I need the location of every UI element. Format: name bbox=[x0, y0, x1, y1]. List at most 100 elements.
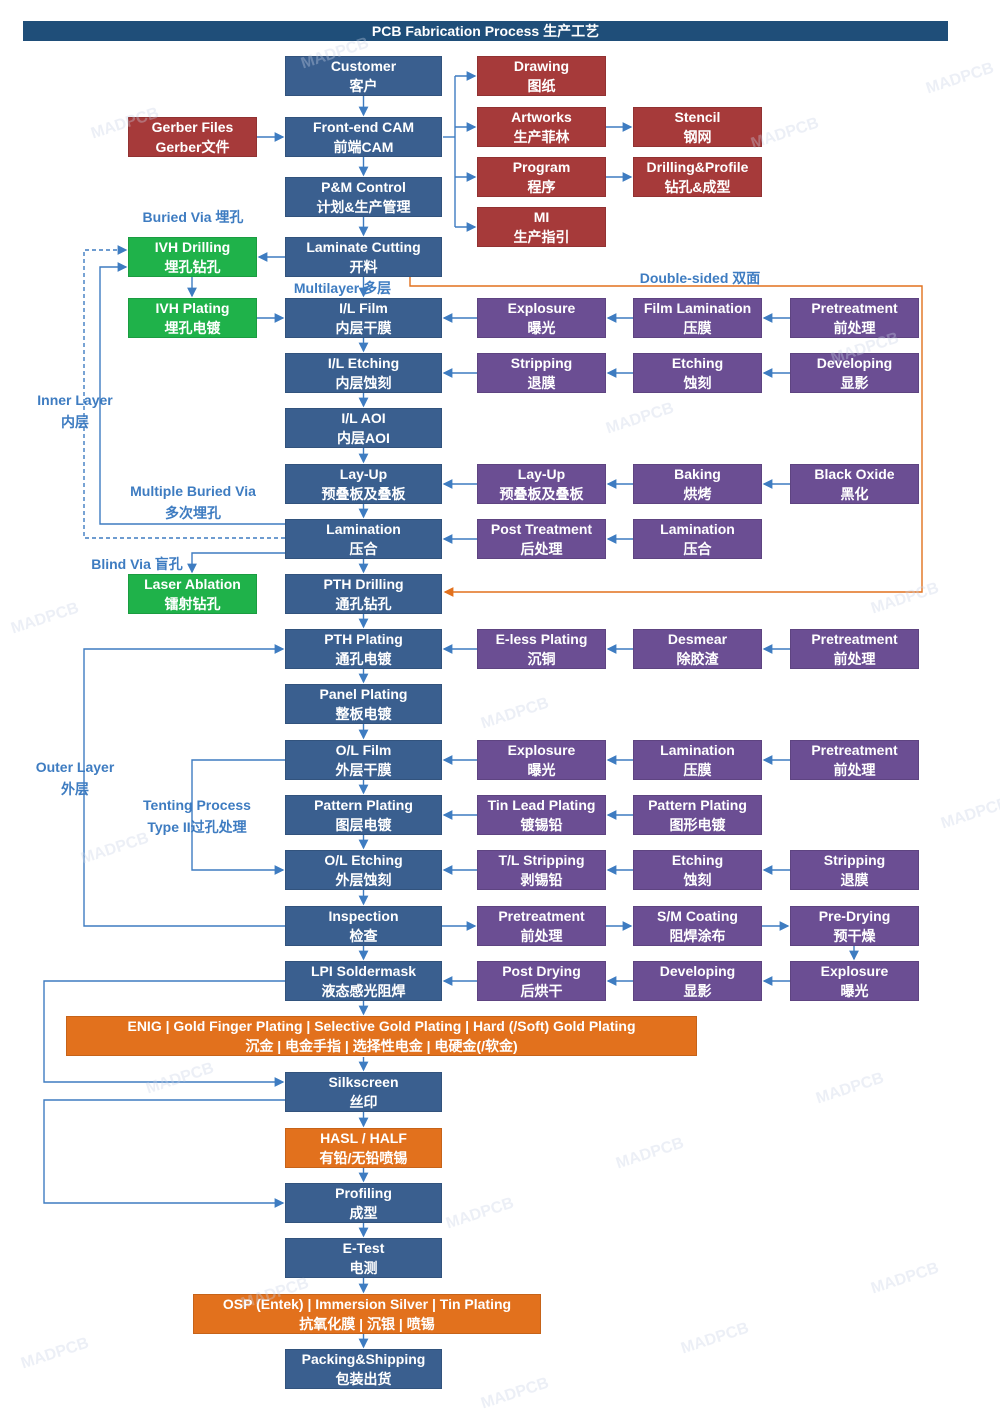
label-inner-layer-cn: 内层 bbox=[61, 414, 89, 430]
connector-arrow bbox=[187, 552, 285, 574]
node-label-en: Lay-Up bbox=[517, 466, 566, 482]
node-label-en: IVH Plating bbox=[155, 300, 230, 316]
label-blind-via: Blind Via 盲孔 bbox=[91, 556, 183, 572]
label-inner-layer-en: Inner Layer bbox=[37, 392, 113, 408]
node-label-cn: 阻焊涂布 bbox=[669, 928, 726, 944]
node-label-en: Artworks bbox=[511, 109, 572, 125]
node-label-en: Profiling bbox=[335, 1185, 392, 1201]
node-label-cn: 外层蚀刻 bbox=[335, 872, 392, 888]
node-label-cn: 蚀刻 bbox=[683, 375, 712, 391]
node-label-cn: 图形电镀 bbox=[669, 817, 726, 833]
node-label-en: IVH Drilling bbox=[154, 239, 231, 255]
node-label-cn: Gerber文件 bbox=[155, 139, 230, 155]
node-label-en: Pretreatment bbox=[811, 300, 898, 316]
node-label-cn: 曝光 bbox=[527, 320, 556, 336]
node-label-en: Customer bbox=[330, 58, 397, 74]
node-label-en: Drilling&Profile bbox=[646, 159, 749, 175]
label-tenting-en: Tenting Process bbox=[143, 797, 251, 813]
node-label-cn: 镭射钻孔 bbox=[164, 596, 221, 612]
node-label-en: E-less Plating bbox=[495, 631, 588, 647]
node-label-en: Film Lamination bbox=[643, 300, 752, 316]
node-label-en: LPI Soldermask bbox=[310, 963, 417, 979]
node-label-cn: 曝光 bbox=[527, 762, 556, 778]
node-label-cn: 整板电镀 bbox=[335, 706, 392, 722]
label-multiple-buried-via-cn: 多次埋孔 bbox=[165, 505, 221, 521]
node-label-en: Developing bbox=[659, 963, 736, 979]
node-label-cn: 内层干膜 bbox=[335, 320, 392, 336]
node-label-en: Explosure bbox=[507, 742, 576, 758]
node-label-cn: 镀锡铅 bbox=[520, 817, 563, 833]
node-label-en: Silkscreen bbox=[328, 1074, 399, 1090]
node-label-cn: 埋孔电镀 bbox=[164, 320, 221, 336]
node-label-cn: 图层电镀 bbox=[335, 817, 392, 833]
node-label-cn: 钻孔&成型 bbox=[664, 179, 731, 195]
node-label-en: Lay-Up bbox=[339, 466, 388, 482]
node-label-cn: 生产菲林 bbox=[513, 129, 570, 145]
node-label-cn: 黑化 bbox=[840, 486, 869, 502]
node-label-en: Etching bbox=[671, 852, 724, 868]
node-label-cn: 前处理 bbox=[520, 928, 563, 944]
main-step-il-etching: I/L Etching 内层蚀刻 bbox=[285, 353, 442, 393]
node-label-cn: 沉金 | 电金手指 | 选择性电金 | 电硬金(/软金) bbox=[245, 1038, 518, 1054]
side-step-node: Explosure 曝光 bbox=[477, 740, 606, 780]
node-label-cn: 退膜 bbox=[527, 375, 556, 391]
node-label-en: I/L Etching bbox=[327, 355, 400, 371]
node-label-cn: 退膜 bbox=[840, 872, 869, 888]
side-step-node: Etching 蚀刻 bbox=[633, 850, 762, 890]
node-label-cn: 后处理 bbox=[520, 541, 563, 557]
node-label-en: Panel Plating bbox=[319, 686, 408, 702]
node-label-cn: 前处理 bbox=[833, 320, 876, 336]
node-label-en: Developing bbox=[816, 355, 893, 371]
node-label-cn: 预叠板及叠板 bbox=[499, 486, 584, 502]
node-label-en: Explosure bbox=[507, 300, 576, 316]
node-label-cn: 包装出货 bbox=[335, 1371, 392, 1387]
label-buried-via: Buried Via 埋孔 bbox=[142, 209, 244, 225]
node-label-en: Post Treatment bbox=[490, 521, 593, 537]
node-label-en: Lamination bbox=[660, 742, 735, 758]
node-label-en: Black Oxide bbox=[814, 466, 895, 482]
connector-arrow bbox=[99, 262, 285, 525]
node-label-en: HASL / HALF bbox=[320, 1130, 407, 1146]
node-label-en: Explosure bbox=[820, 963, 889, 979]
node-label-cn: 图纸 bbox=[527, 78, 556, 94]
node-label-cn: 客户 bbox=[349, 78, 378, 94]
main-step-il-aoi: I/L AOI 内层AOI bbox=[285, 408, 442, 448]
node-label-en: PTH Drilling bbox=[323, 576, 404, 592]
node-label-cn: 压合 bbox=[683, 541, 712, 557]
node-label-cn: 内层AOI bbox=[337, 430, 390, 446]
connector-arrow bbox=[43, 980, 285, 1087]
node-label-cn: 蚀刻 bbox=[683, 872, 712, 888]
node-label-cn: 内层蚀刻 bbox=[335, 375, 392, 391]
node-label-en: Drawing bbox=[513, 58, 570, 74]
node-label-en: Post Drying bbox=[502, 963, 581, 979]
node-label-en: OSP (Entek) | Immersion Silver | Tin Pla… bbox=[222, 1296, 512, 1312]
node-label-cn: 程序 bbox=[527, 179, 556, 195]
node-label-en: E-Test bbox=[342, 1240, 385, 1256]
node-label-en: I/L AOI bbox=[341, 410, 386, 426]
node-label-en: Pre-Drying bbox=[818, 908, 891, 924]
node-label-cn: 前处理 bbox=[833, 651, 876, 667]
node-label-cn: 钢网 bbox=[683, 129, 712, 145]
side-step-node: Lay-Up 预叠板及叠板 bbox=[477, 464, 606, 504]
main-step-customer: Customer 客户 bbox=[285, 56, 442, 96]
connector-arrow bbox=[83, 644, 285, 927]
node-label-en: T/L Stripping bbox=[498, 852, 585, 868]
